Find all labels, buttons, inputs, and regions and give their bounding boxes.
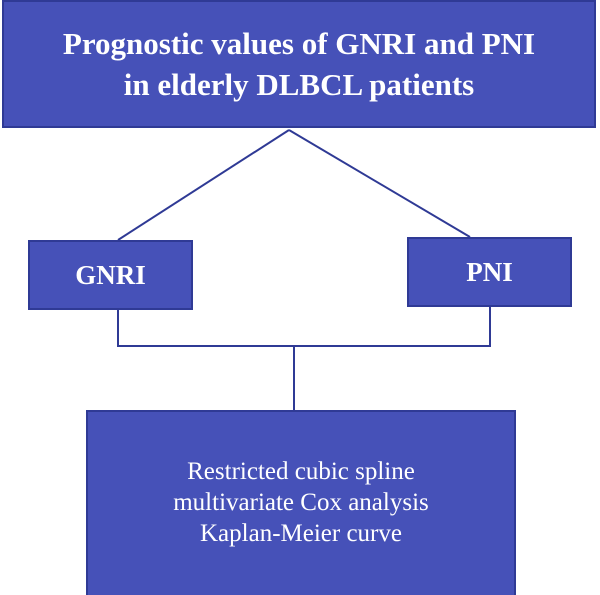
- connector-title-to-gnri: [117, 129, 290, 241]
- connector-title-to-pni: [288, 129, 471, 238]
- methods-line-3: Kaplan-Meier curve: [200, 520, 402, 547]
- gnri-box: GNRI: [28, 240, 193, 310]
- title-text: Prognostic values of GNRI and PNI in eld…: [63, 23, 535, 105]
- methods-line-1: Restricted cubic spline: [187, 458, 415, 485]
- title-line-1: Prognostic values of GNRI and PNI: [62, 26, 536, 61]
- gnri-label: GNRI: [75, 259, 146, 290]
- title-line-2: in elderly DLBCL patients: [123, 67, 475, 102]
- methods-text: Restricted cubic spline multivariate Cox…: [173, 456, 429, 549]
- methods-box: Restricted cubic spline multivariate Cox…: [86, 410, 516, 595]
- pni-box: PNI: [407, 237, 572, 307]
- title-box: Prognostic values of GNRI and PNI in eld…: [2, 0, 596, 128]
- methods-line-2: multivariate Cox analysis: [173, 489, 429, 516]
- pni-label: PNI: [466, 256, 513, 287]
